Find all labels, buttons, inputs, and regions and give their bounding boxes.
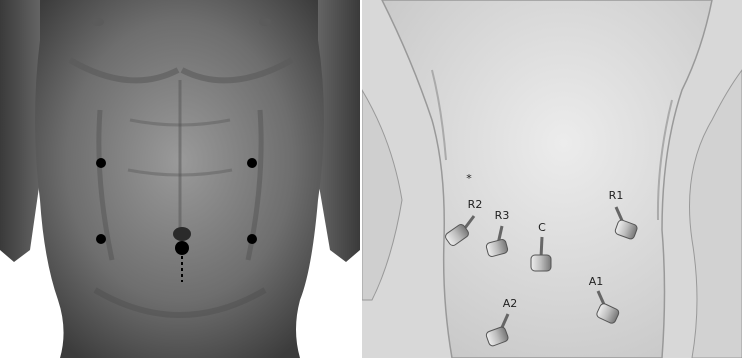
trocar-label-r1: R1 <box>609 189 624 202</box>
trocar-label-c: C <box>538 221 546 234</box>
torso-diagram-panel: * R2 R3 C R1 A1 <box>362 0 742 358</box>
trocar-label-a1: A1 <box>589 275 604 288</box>
torso-photo <box>0 0 360 358</box>
torso-diagram: * R2 R3 C R1 A1 <box>362 0 742 358</box>
trocar-label-r3: R3 <box>495 209 510 222</box>
asterisk-marker: * <box>466 172 472 185</box>
port-marker-upper-right <box>247 158 257 168</box>
port-marker-umbilical <box>175 241 189 255</box>
port-marker-lower-left <box>96 234 106 244</box>
nipple-left <box>92 18 104 26</box>
port-marker-upper-left <box>96 158 106 168</box>
torso-photo-panel <box>0 0 360 358</box>
trocar-label-a2: A2 <box>503 297 518 310</box>
nipple-right <box>259 18 271 26</box>
port-marker-lower-right <box>247 234 257 244</box>
trocar-label-r2: R2 <box>468 198 483 211</box>
navel <box>173 227 191 241</box>
